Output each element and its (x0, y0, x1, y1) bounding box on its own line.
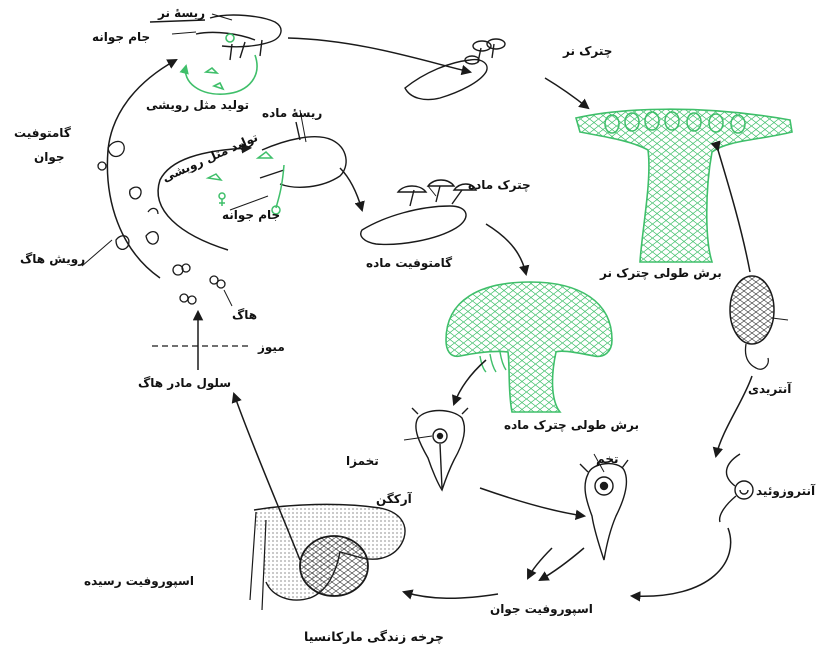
female-section-drawing (446, 282, 612, 412)
antherozoid-drawing (720, 454, 753, 522)
label-mature-sporophyte: اسپوروفیت رسیده (84, 574, 194, 588)
label-archegonium: آرکگن (376, 492, 412, 506)
label-egg: تخمزا (346, 454, 379, 468)
label-spore: هاگ (232, 308, 257, 322)
label-zygote: تخم (596, 452, 619, 466)
mature-sporophyte-drawing (250, 504, 405, 610)
male-thallus-drawing (150, 15, 281, 60)
label-female-thread: ریسهٔ ماده (262, 106, 322, 120)
label-spore-germination: رویش هاگ (20, 252, 85, 266)
label-male-thread: ریسهٔ نر (158, 6, 205, 20)
label-gemma-cup-mid: جام جوانه (222, 208, 280, 222)
male-section-drawing (576, 109, 792, 262)
male-receptacle-drawing (405, 39, 505, 100)
label-young-gametophyte-line1: گامتوفیت (14, 126, 71, 140)
female-thallus-drawing (260, 122, 346, 187)
label-antheridium: آنتریدی (748, 382, 791, 396)
female-receptacle-drawing (361, 180, 476, 244)
label-antherozoid: آنتروزوئید (756, 484, 815, 498)
label-vegetative-reproduction-top: تولید مثل رویشی (146, 98, 249, 112)
archegonium-drawing (412, 408, 468, 490)
diagram-caption: چرخه زندگی مارکانسیا (304, 630, 444, 644)
label-gemma-cup-top: جام جوانه (92, 30, 150, 44)
label-female-receptacle: چترک ماده (468, 178, 531, 192)
label-young-sporophyte: اسپوروفیت جوان (490, 602, 593, 616)
label-female-gametophyte: گامتوفیت ماده (366, 256, 452, 270)
label-spore-mother-cell: سلول مادر هاگ (138, 376, 231, 390)
label-male-receptacle: چترک نر (563, 44, 612, 58)
label-male-section: برش طولی چترک نر (600, 266, 722, 280)
vegetative-loop-top (185, 34, 257, 94)
antheridium-drawing (730, 276, 774, 369)
label-female-section: برش طولی چترک ماده (504, 418, 639, 432)
zygote-drawing (580, 460, 628, 560)
label-meiosis: میوز (258, 340, 285, 354)
label-young-gametophyte-line2: جوان (34, 150, 65, 164)
vegetative-loop-mid (208, 152, 284, 214)
